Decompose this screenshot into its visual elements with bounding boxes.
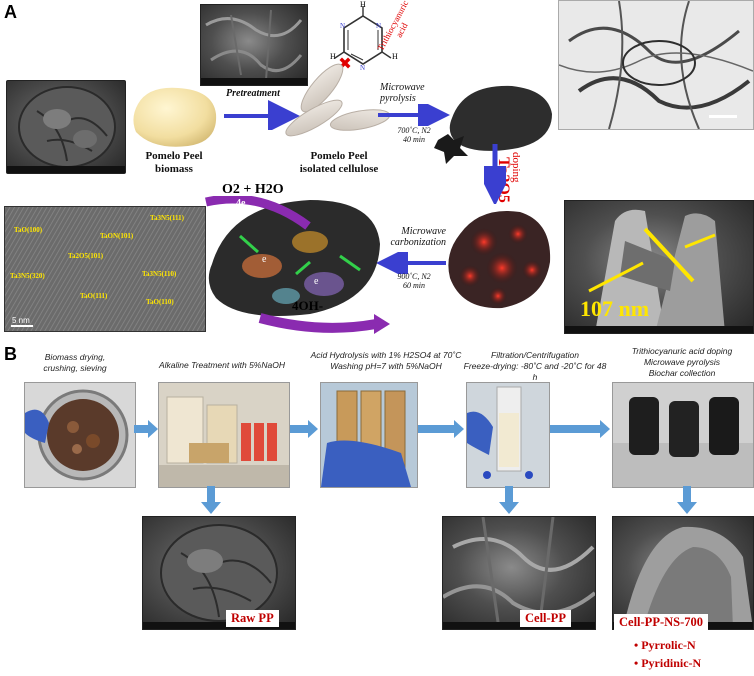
hrtem-label-5: Ta3N5(320) — [10, 272, 45, 280]
sem-raw-pp-image — [142, 516, 296, 630]
atom-n-3: N — [360, 64, 366, 72]
sem-raw-pomelo-image — [6, 80, 126, 174]
reaction-product: 4OH- — [292, 298, 324, 313]
nitrogen-type-item: • Pyrrolic-N — [634, 638, 696, 652]
step-3-photo — [320, 382, 418, 488]
step-1-caption-line2: crushing, sieving — [43, 363, 107, 373]
sem-cellulose-top-image — [200, 4, 308, 86]
tem-image — [558, 0, 754, 130]
step-5-caption-line3: Biochar collection — [648, 368, 716, 378]
atom-n-1: N — [340, 22, 346, 30]
hrtem-label-7: Ta3N5(110) — [142, 270, 177, 278]
pomelo-peel-illustration — [128, 84, 220, 150]
scale-107nm-label: 107 nm — [580, 296, 650, 321]
microwave-pyrolysis-line2: pyrolysis — [380, 93, 416, 104]
step-5-photo — [612, 382, 754, 488]
hrtem-label-8: TaO(110) — [146, 298, 174, 306]
sem-cell-pp-image — [442, 516, 596, 630]
step-3-caption: Acid Hydrolysis with 1% H2SO4 at 70˚C Wa… — [306, 350, 466, 372]
step-1-caption: Biomass drying, crushing, sieving — [20, 352, 130, 374]
hrtem-label-2: Ta2O5(101) — [68, 252, 104, 260]
microwave-carb-line1: Microwave — [401, 226, 446, 237]
hrtem-label-3: TaON(101) — [100, 232, 134, 240]
step-4-caption-line2: Freeze-drying: -80˚C and -20˚C for 48 h — [463, 361, 607, 382]
cellulose-label-line1: Pomelo Peel — [310, 150, 368, 162]
pyrolysis-cond-line2: 40 min — [403, 135, 425, 144]
doping-word: doping — [510, 152, 522, 183]
step-3-caption-line2: Washing pH=7 with 5%NaOH — [330, 361, 442, 371]
cellulose-label-line2: isolated cellulose — [299, 163, 379, 175]
flow-arrow-3 — [418, 420, 464, 438]
microwave-pyrolysis-label: Microwave pyrolysis — [380, 82, 425, 104]
panel-a-letter: A — [4, 2, 17, 22]
pretreatment-arrow — [224, 100, 300, 130]
carb-cond-line2: 60 min — [403, 281, 425, 290]
biomass-label: Pomelo Peel biomass — [128, 150, 220, 176]
down-arrow-raw — [201, 486, 221, 514]
hrtem-image — [4, 206, 206, 332]
sem-label-cell-pp-ns-700: Cell-PP-NS-700 — [614, 614, 709, 631]
microwave-carb-line2: carbonization — [390, 237, 446, 248]
electron-symbol-2: e — [314, 276, 319, 287]
reaction-electrons: 4e — [236, 198, 246, 209]
step-5-caption-line2: Microwave pyrolysis — [643, 357, 721, 367]
pyrolysis-conditions: 700˚C, N2 40 min — [392, 126, 436, 144]
step-4-caption-line1: Filtration/Centrifugation — [491, 350, 579, 360]
orr-catalyst-illustration — [205, 196, 390, 334]
sem-cell-pp-ns-700-image — [612, 516, 754, 630]
doping-down-arrow — [484, 144, 506, 204]
down-arrow-ns700 — [677, 486, 697, 514]
electron-symbol-1: e — [262, 254, 267, 265]
pyrolysis-cond-line1: 700˚C, N2 — [397, 126, 431, 135]
panel-b-letter: B — [4, 344, 17, 364]
cellulose-label: Pomelo Peel isolated cellulose — [278, 150, 400, 176]
pretreatment-label: Pretreatment — [226, 88, 280, 99]
sem-107nm-image — [564, 200, 754, 334]
step-5-caption-line1: Trithiocyanuric acid doping — [631, 346, 733, 356]
step-2-photo — [158, 382, 290, 488]
sem-raw-pomelo-texture — [18, 86, 116, 168]
microwave-pyrolysis-arrow — [378, 104, 450, 126]
carb-cond-line1: 900˚C, N2 — [397, 272, 431, 281]
step-2-caption: Alkaline Treatment with 5%NaOH — [148, 360, 296, 371]
biomass-label-line1: Pomelo Peel — [145, 150, 203, 162]
microwave-carbonization-arrow — [376, 252, 446, 274]
flow-arrow-2 — [290, 420, 318, 438]
carbonization-conditions: 900˚C, N2 60 min — [392, 272, 436, 290]
step-4-photo — [466, 382, 550, 488]
step-1-caption-line1: Biomass drying, — [44, 352, 106, 362]
hrtem-label-1: TaO(100) — [14, 226, 43, 234]
step-4-caption: Filtration/Centrifugation Freeze-drying:… — [462, 350, 608, 383]
atom-h-left: H — [330, 52, 336, 61]
biochar-illustration — [434, 85, 552, 164]
nitrogen-types-list: • Pyrrolic-N • Pyridinic-N — [634, 636, 701, 672]
nitrogen-type-pyridinic: Pyridinic-N — [641, 656, 702, 670]
nitrogen-type-item: • Pyridinic-N — [634, 656, 702, 670]
hrtem-label-6: TaO(111) — [80, 292, 108, 300]
step-1-photo — [24, 382, 136, 488]
trithiocyanuric-acid-structure — [334, 6, 392, 65]
isolated-cellulose-sheets — [285, 63, 391, 137]
atom-h-top: H — [360, 0, 366, 9]
hrtem-scale-label: 5 nm — [12, 316, 30, 325]
down-arrow-cell — [499, 486, 519, 514]
step-2-caption-line1: Alkaline Treatment with 5%NaOH — [159, 360, 285, 370]
atom-h-right: H — [392, 52, 398, 61]
microwave-pyrolysis-line1: Microwave — [380, 82, 425, 93]
hrtem-label-4: Ta3N5(111) — [150, 214, 184, 222]
step-5-caption: Trithiocyanuric acid doping Microwave py… — [612, 346, 752, 379]
sem-label-raw-pp: Raw PP — [226, 610, 279, 627]
microwave-carbonization-label: Microwave carbonization — [380, 226, 446, 248]
flow-arrow-4 — [550, 420, 610, 438]
ta2o5-doped-biochar — [448, 210, 551, 309]
step-3-caption-line1: Acid Hydrolysis with 1% H2SO4 at 70˚C — [310, 350, 462, 360]
atom-n-2: N — [376, 22, 382, 30]
reaction-reactant: O2 + H2O — [222, 182, 284, 197]
nitrogen-type-pyrrolic: Pyrrolic-N — [641, 638, 696, 652]
sem-label-cell-pp: Cell-PP — [520, 610, 571, 627]
biomass-label-line2: biomass — [155, 163, 193, 175]
flow-arrow-1 — [134, 420, 158, 438]
